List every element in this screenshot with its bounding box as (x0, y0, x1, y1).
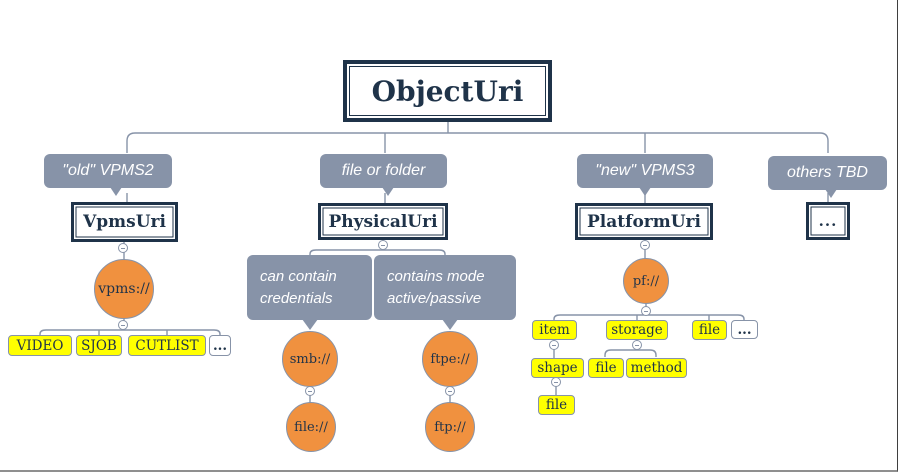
node-ellipsis-2[interactable]: ... (731, 320, 758, 339)
collapse-toggle[interactable] (445, 386, 455, 396)
node-storage[interactable]: storage (606, 320, 668, 340)
note-label: can contain credentials (260, 267, 337, 307)
node-method[interactable]: method (626, 358, 687, 378)
callout-new-vpms3[interactable]: "new" VPMS3 (577, 154, 713, 196)
connector (126, 132, 829, 153)
node-physicaluri[interactable]: PhysicalUri (318, 203, 448, 240)
callout-label: "new" VPMS3 (595, 162, 695, 179)
pointer-triangle (639, 187, 651, 196)
collapse-toggle[interactable] (640, 240, 650, 250)
node-video[interactable]: VIDEO (8, 335, 72, 356)
collapse-toggle[interactable] (118, 243, 128, 253)
pointer-triangle (382, 187, 394, 196)
note-credentials[interactable]: can contain credentials (247, 255, 372, 330)
collapse-toggle[interactable] (305, 386, 315, 396)
node-ftpe-scheme[interactable]: ftpe:// (422, 331, 478, 387)
pointer-triangle (825, 189, 837, 198)
callout-label: others TBD (787, 164, 868, 181)
connector (309, 249, 446, 256)
node-cutlist[interactable]: CUTLIST (128, 335, 206, 356)
collapse-toggle[interactable] (549, 340, 559, 350)
collapse-toggle[interactable] (378, 240, 388, 250)
pointer-triangle (442, 319, 458, 330)
callout-others-tbd[interactable]: others TBD (768, 156, 887, 198)
pointer-triangle (110, 187, 122, 196)
node-smb-scheme[interactable]: smb:// (282, 331, 338, 387)
callout-old-vpms2[interactable]: "old" VPMS2 (44, 154, 172, 196)
collapse-toggle[interactable] (641, 306, 651, 316)
node-file-scheme[interactable]: file:// (286, 402, 336, 452)
pointer-triangle (302, 319, 318, 330)
node-file-2[interactable]: file (588, 358, 624, 378)
node-file-3[interactable]: file (538, 395, 575, 415)
node-others-ellipsis[interactable]: ... (806, 202, 850, 240)
note-mode[interactable]: contains mode active/passive (374, 255, 516, 330)
collapse-toggle[interactable] (632, 340, 642, 350)
node-shape[interactable]: shape (531, 358, 584, 378)
node-ellipsis-1[interactable]: ... (209, 335, 231, 356)
node-pf-scheme[interactable]: pf:// (623, 258, 669, 304)
collapse-toggle[interactable] (551, 377, 561, 387)
node-vpms-scheme[interactable]: vpms:// (94, 259, 154, 319)
callout-file-or-folder[interactable]: file or folder (320, 154, 447, 196)
node-file-1[interactable]: file (692, 320, 727, 340)
node-objecturi[interactable]: ObjectUri (343, 60, 552, 122)
callout-label: "old" VPMS2 (62, 162, 154, 179)
callout-label: file or folder (341, 162, 426, 179)
connector (604, 349, 657, 357)
node-item[interactable]: item (532, 320, 577, 340)
collapse-toggle[interactable] (118, 320, 128, 330)
connector (39, 329, 221, 336)
node-ftp-scheme[interactable]: ftp:// (425, 402, 475, 452)
node-vpmsuri[interactable]: VpmsUri (71, 202, 178, 242)
note-label: contains mode active/passive (387, 267, 485, 307)
node-sjob[interactable]: SJOB (76, 335, 122, 356)
node-platformuri[interactable]: PlatformUri (575, 203, 713, 240)
